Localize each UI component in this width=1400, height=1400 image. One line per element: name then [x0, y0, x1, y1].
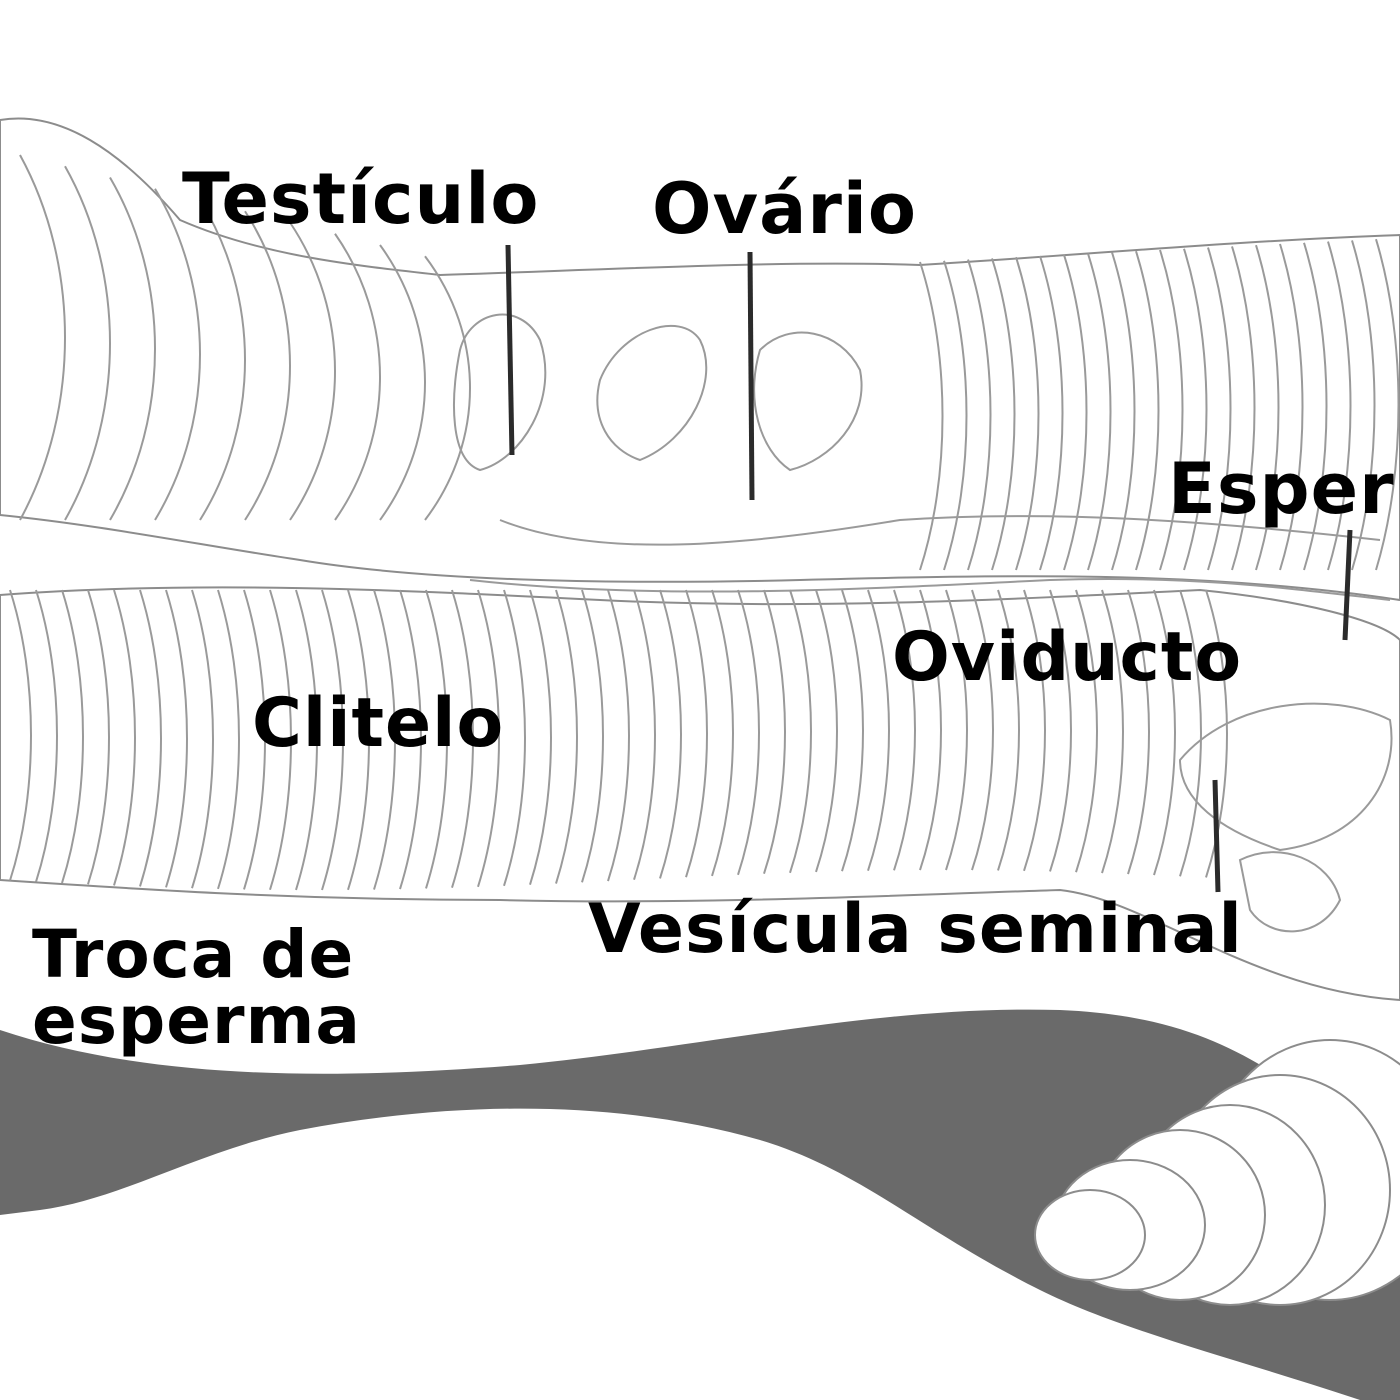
- mucus-tube: [0, 1009, 1400, 1400]
- segment-ring: [737, 589, 760, 876]
- segment-ring: [503, 589, 526, 887]
- segment-ring: [555, 589, 578, 884]
- segment-ring: [789, 589, 812, 874]
- segment-ring: [154, 188, 201, 521]
- segment-ring: [1023, 589, 1046, 872]
- vesicula-pointer: [1212, 779, 1221, 893]
- segment-ring: [269, 589, 292, 891]
- segment-ring: [61, 589, 84, 884]
- segment-ring: [1135, 250, 1160, 571]
- pointer-lines: [505, 244, 1353, 893]
- segment-ring: [477, 589, 500, 888]
- segment-ring: [424, 255, 471, 521]
- segment-ring: [243, 589, 266, 890]
- segment-ring: [165, 589, 188, 888]
- segment-ring: [1087, 253, 1112, 571]
- clitelo-label: Clitelo: [252, 684, 505, 763]
- segment-ring: [633, 589, 656, 881]
- segment-ring: [1159, 249, 1184, 571]
- segment-ring: [1255, 244, 1280, 571]
- segment-ring: [919, 261, 944, 571]
- segment-ring: [113, 589, 136, 886]
- segment-ring: [217, 589, 240, 890]
- segment-ring: [1207, 247, 1232, 571]
- segment-ring: [334, 233, 381, 521]
- segment-ring: [35, 589, 58, 883]
- segment-ring: [321, 589, 344, 891]
- segment-ring: [1231, 246, 1256, 571]
- segment-ring: [1153, 589, 1176, 876]
- segment-ring: [607, 589, 630, 882]
- testiculo-pointer: [505, 244, 515, 456]
- segment-ring: [379, 244, 426, 521]
- segment-ring: [64, 165, 111, 521]
- segment-ring: [991, 258, 1016, 571]
- segment-ring: [1049, 589, 1072, 872]
- segment-ring: [711, 589, 734, 877]
- segment-ring: [1127, 589, 1150, 875]
- segment-ring: [1351, 240, 1376, 571]
- segment-ring: [347, 589, 370, 891]
- troca-de-esperma-label: Troca de esperma: [32, 916, 361, 1059]
- segment-ring: [967, 259, 992, 571]
- segment-ring: [893, 589, 916, 871]
- segment-ring: [244, 210, 291, 521]
- segment-ring: [529, 589, 552, 886]
- vesicula-seminal-label: Vesícula seminal: [588, 890, 1243, 969]
- segment-ring: [1063, 254, 1088, 571]
- segment-ring: [1375, 238, 1400, 571]
- segment-ring: [1183, 248, 1208, 571]
- segment-ring: [191, 589, 214, 889]
- segment-ring: [87, 589, 110, 885]
- segment-ring: [1101, 589, 1124, 874]
- segment-ring: [945, 589, 968, 871]
- segment-ring: [1075, 589, 1098, 873]
- internal-organs: [453, 313, 1393, 933]
- segment-ring: [9, 589, 32, 881]
- upper-worm-segments: [19, 154, 1400, 571]
- segment-ring: [1111, 252, 1136, 571]
- segment-ring: [295, 589, 318, 891]
- segment-ring: [289, 221, 336, 521]
- upper-worm-body: [0, 117, 1400, 602]
- lower-worm-segments: [9, 589, 1228, 891]
- segment-ring: [399, 589, 422, 890]
- segment-ring: [841, 589, 864, 872]
- tail-rings: [1034, 1039, 1400, 1306]
- ovario-pointer: [747, 251, 755, 501]
- segment-ring: [971, 589, 994, 871]
- segment-ring: [919, 589, 942, 871]
- esperm-label: Esperm: [1168, 448, 1400, 530]
- segment-ring: [199, 199, 246, 521]
- segment-ring: [1327, 241, 1352, 571]
- segment-ring: [763, 589, 786, 875]
- segment-ring: [1303, 242, 1328, 571]
- segment-ring: [373, 589, 396, 890]
- ovario-label: Ovário: [652, 168, 917, 250]
- segment-ring: [659, 589, 682, 879]
- segment-ring: [425, 589, 448, 889]
- segment-ring: [139, 589, 162, 887]
- segment-ring: [685, 589, 708, 878]
- testiculo-label: Testículo: [182, 158, 540, 240]
- segment-ring: [815, 589, 838, 873]
- segment-ring: [451, 589, 474, 889]
- esperm-pointer: [1342, 529, 1353, 641]
- segment-ring: [581, 589, 604, 883]
- segment-ring: [1179, 589, 1202, 877]
- oviducto-label: Oviducto: [892, 618, 1243, 697]
- segment-ring: [1039, 255, 1064, 571]
- segment-ring: [943, 260, 968, 571]
- segment-ring: [109, 176, 156, 521]
- segment-ring: [867, 589, 890, 872]
- segment-ring: [19, 154, 66, 521]
- segment-ring: [1015, 256, 1040, 571]
- segment-ring: [997, 589, 1020, 871]
